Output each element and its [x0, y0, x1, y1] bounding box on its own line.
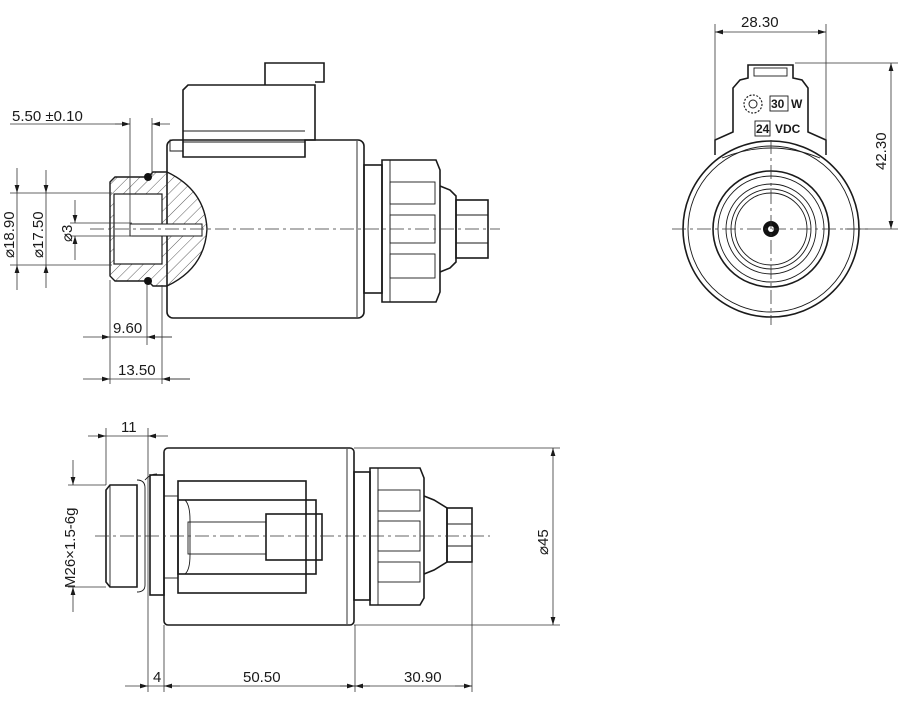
- side-section-view: 5.50 ±0.10 ⌀18.90 ⌀17.50 ⌀3 9.60 13.50: [1, 62, 500, 384]
- dim-dia-outer: ⌀18.90: [1, 211, 18, 258]
- front-view: 30 W 24 VDC 28.30 42.30: [672, 14, 898, 325]
- o-ring-bottom: [144, 277, 152, 285]
- dim-depth-outer: 13.50: [118, 362, 156, 379]
- dim-dia-inner: ⌀17.50: [30, 211, 47, 258]
- dim-flange: 4: [153, 669, 161, 686]
- o-ring-top: [144, 173, 152, 181]
- voltage-unit: VDC: [775, 122, 801, 136]
- dim-pin-offset: 5.50 ±0.10: [12, 108, 83, 125]
- connector-housing: [169, 62, 325, 158]
- connector-outline: [714, 64, 827, 155]
- recycle-badge-icon: [743, 94, 763, 114]
- fitting-top: [105, 473, 165, 596]
- power-value: 30: [771, 97, 785, 111]
- dim-coil-length: 50.50: [243, 669, 281, 686]
- dim-nut-length: 30.90: [404, 669, 442, 686]
- hex-bolt: [439, 185, 489, 273]
- dim-dia-hole: ⌀3: [59, 225, 76, 242]
- dim-thread: M26×1.5-6g: [62, 508, 79, 588]
- dim-depth-inner: 9.60: [113, 320, 142, 337]
- power-unit: W: [791, 97, 803, 111]
- nut: [363, 159, 441, 303]
- top-view: 11 M26×1.5-6g ⌀45 4 50.50 30.90: [62, 419, 560, 692]
- hex-bolt-top: [423, 495, 473, 575]
- dim-thread-length: 11: [121, 419, 137, 436]
- coil-body-top: [163, 447, 355, 626]
- nut-top: [353, 467, 425, 606]
- dim-height: 42.30: [873, 132, 890, 170]
- dim-diameter: ⌀45: [535, 529, 552, 555]
- voltage-value: 24: [756, 122, 770, 136]
- connector-top: [163, 480, 323, 594]
- dim-width: 28.30: [741, 14, 779, 31]
